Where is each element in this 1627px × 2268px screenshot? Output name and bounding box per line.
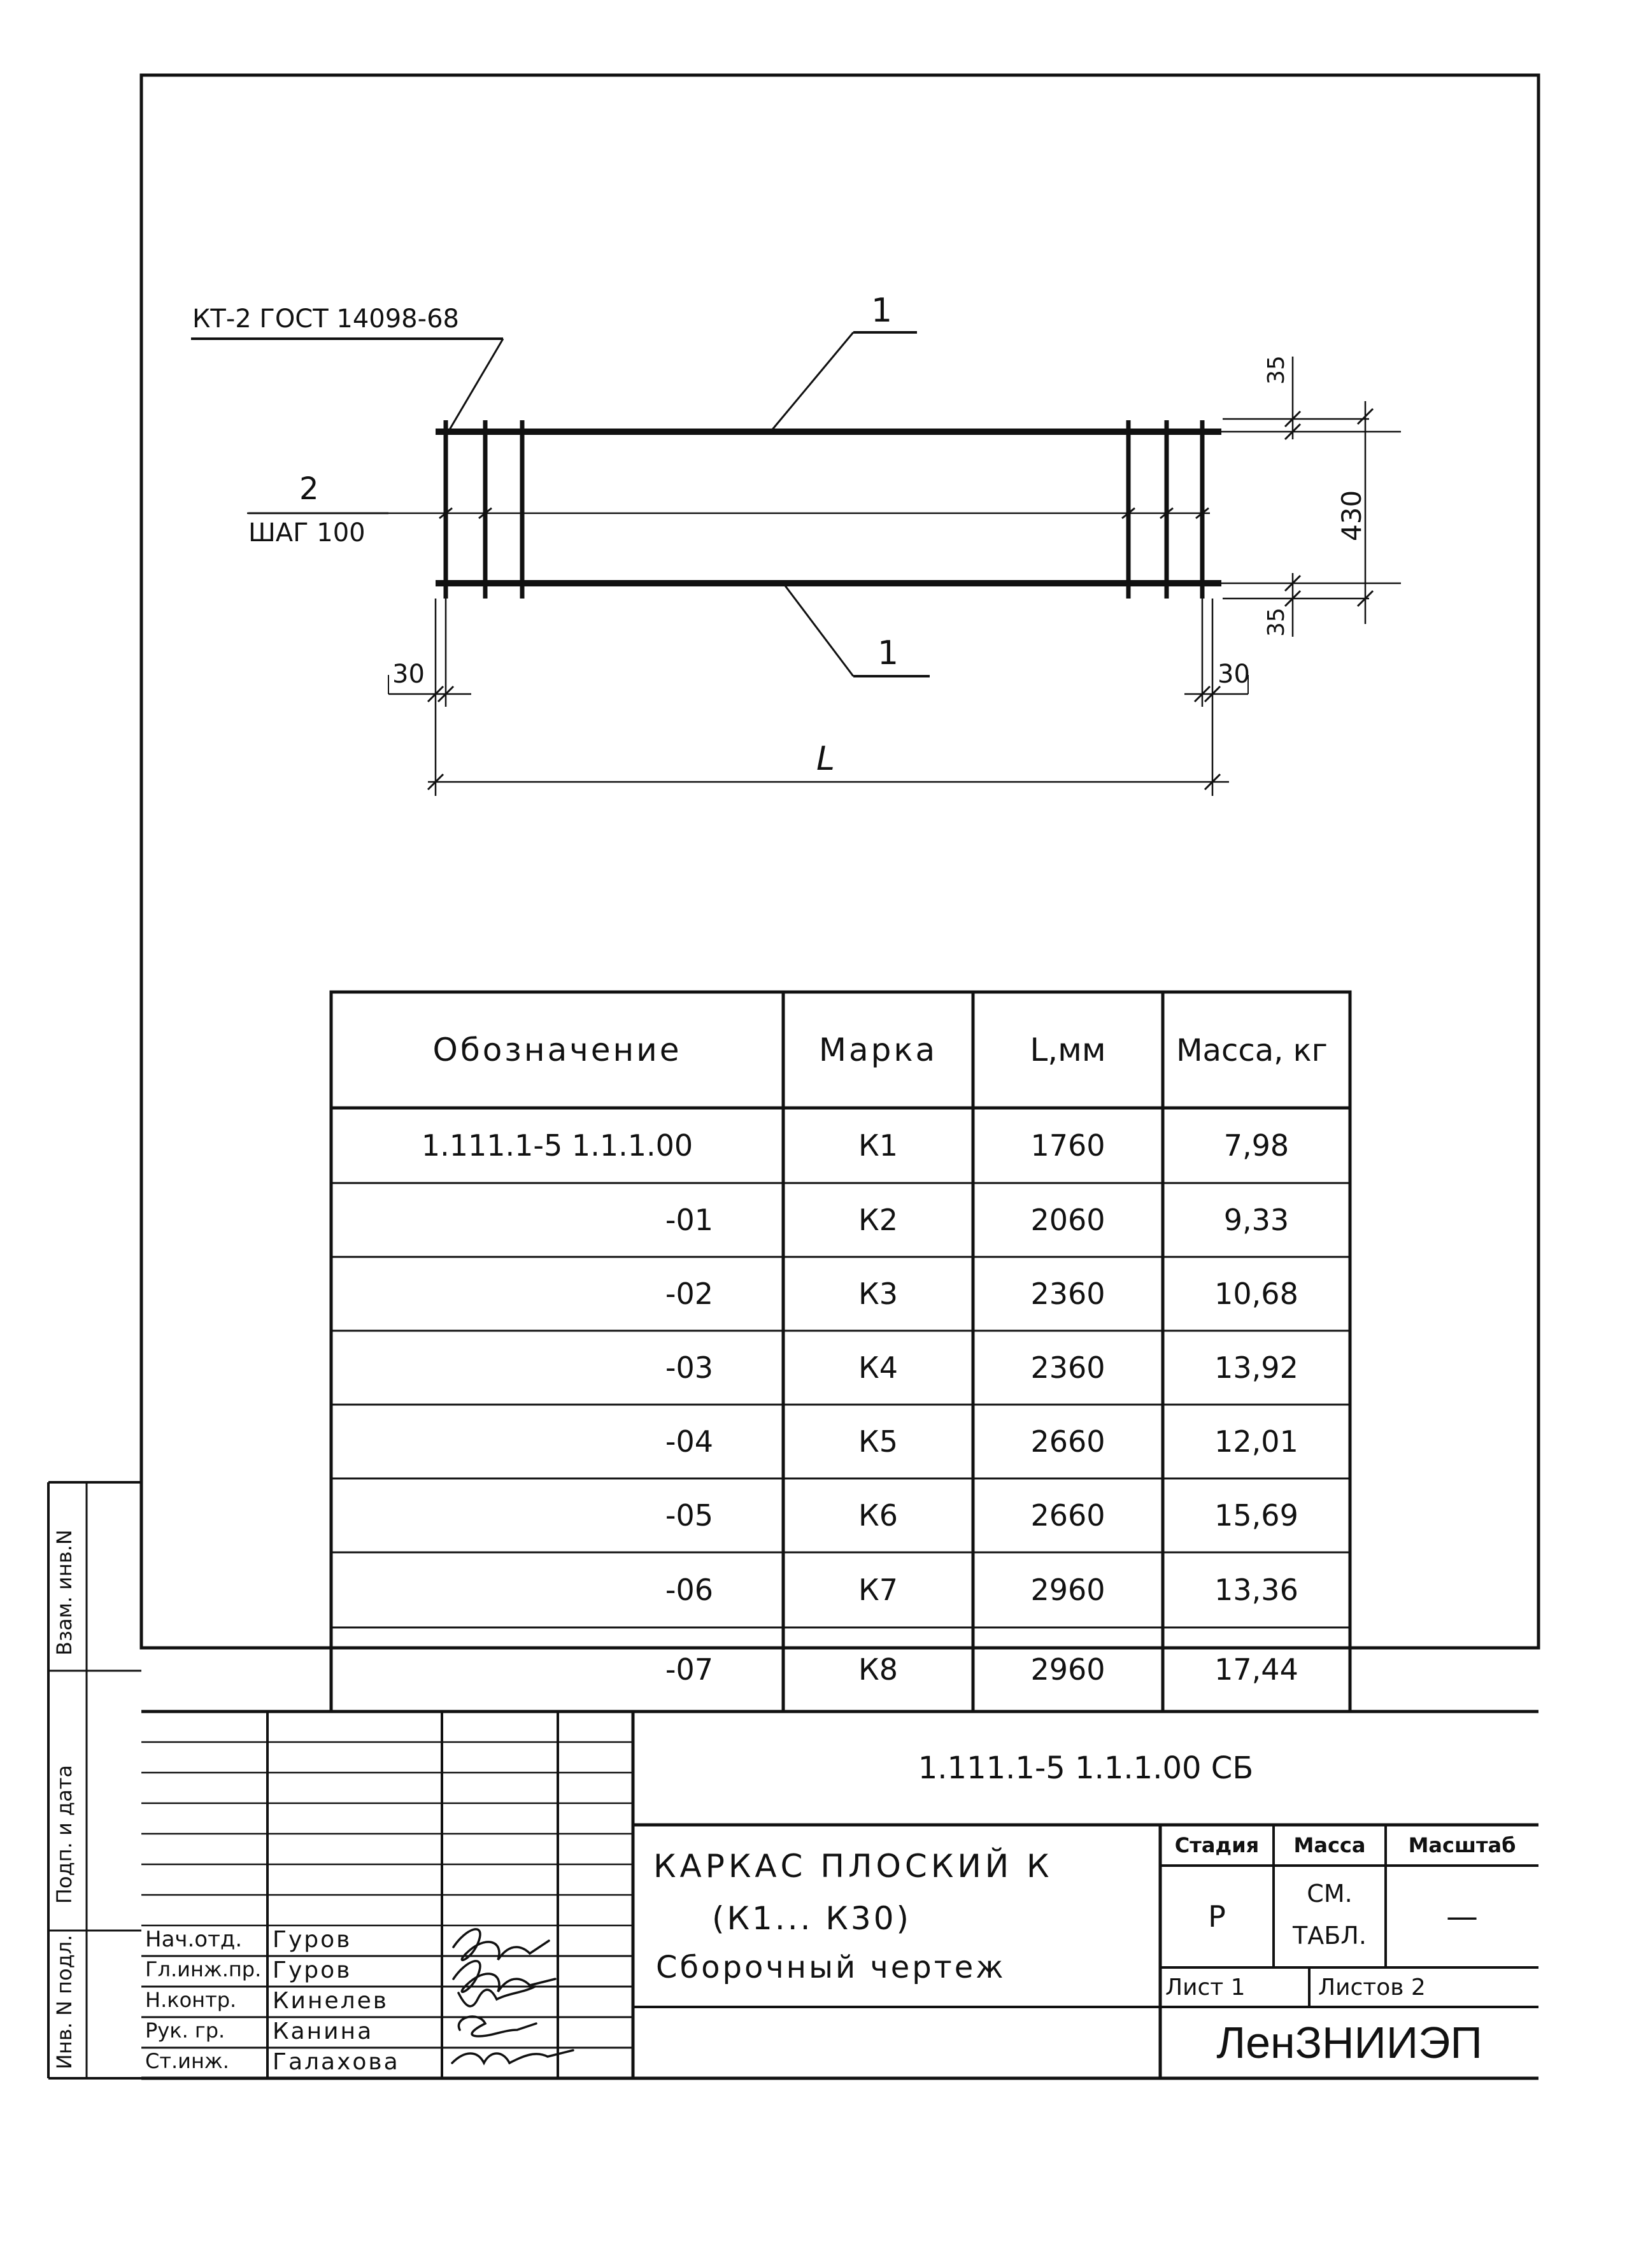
row-4-designation: -03 [665,1350,713,1385]
row-2-mark: К2 [858,1203,898,1237]
signature-st-inzh [451,2049,574,2066]
dimension-35-top: 35 [1263,355,1290,385]
row-3-designation: -02 [665,1277,713,1311]
header-mass: Масса, кг [1176,1033,1328,1068]
stamp-sign-date: Подп. и дата [52,1765,76,1904]
dimension-30-right: 30 [1218,660,1250,689]
row-3-mark: К3 [858,1277,898,1311]
row-2-length: 2060 [1030,1203,1105,1237]
scale-value: — [1446,1898,1478,1935]
position-1-bottom-label: 1 [877,634,899,672]
row-8-designation: -07 [665,1652,713,1687]
role-nach-otd: Нач.отд. [145,1927,243,1952]
row-5-designation: -04 [665,1424,713,1459]
role-ruk-gr: Рук. гр. [145,2018,225,2043]
mass-label: Масса [1293,1833,1366,1857]
name-ruk-gr: Канина [273,2018,374,2045]
document-code: 1.111.1-5 1.1.1.00 СБ [918,1750,1254,1786]
row-1-mass: 7,98 [1223,1128,1290,1163]
row-6-designation: -05 [665,1498,713,1533]
sheets-label: Листов 2 [1318,1974,1426,2001]
title-line-1: КАРКАС ПЛОСКИЙ К [653,1848,1053,1885]
name-st-inzh: Галахова [273,2049,400,2075]
row-3-mass: 10,68 [1214,1277,1298,1311]
name-nach-otd: Гуров [273,1927,352,1953]
sheet-label: Лист 1 [1165,1974,1246,2001]
weld-callout: КТ-2 ГОСТ 14098-68 [192,304,459,334]
row-7-mass: 13,36 [1214,1573,1298,1607]
row-8-mark: К8 [858,1652,898,1687]
row-4-mass: 13,92 [1214,1350,1298,1385]
dimension-35-bottom: 35 [1263,607,1290,637]
row-5-mark: К5 [858,1424,898,1459]
row-6-mass: 15,69 [1214,1498,1298,1533]
stage-label: Стадия [1174,1833,1260,1857]
name-n-kontr: Кинелев [273,1988,389,2014]
title-line-2: (К1... К30) [712,1900,912,1937]
stage-value: Р [1208,1899,1226,1934]
row-1-mark: К1 [858,1128,898,1163]
signature-nach-otd [452,1928,550,1961]
position-1-top-label: 1 [871,292,893,330]
row-2-designation: -01 [665,1203,713,1237]
header-designation: Обозначение [432,1031,682,1068]
mass-value-1: СМ. [1307,1880,1353,1908]
row-8-mass: 17,44 [1214,1652,1298,1687]
row-1-designation: 1.111.1-5 1.1.1.00 [421,1128,693,1163]
row-3-length: 2360 [1030,1277,1105,1311]
signature-gl-inzh [452,1960,557,1993]
dimension-30-left: 30 [392,660,425,689]
row-7-designation: -06 [665,1573,713,1607]
name-gl-inzh: Гуров [273,1957,352,1983]
dimension-430: 430 [1336,490,1367,541]
row-4-mark: К4 [858,1350,898,1385]
row-6-mark: К6 [858,1498,898,1533]
organization-name: ЛенЗНИИЭП [1216,2018,1482,2067]
signature-ruk-gr [457,2015,537,2038]
row-1-length: 1760 [1030,1128,1105,1163]
row-8-length: 2960 [1030,1652,1105,1687]
row-5-mass: 12,01 [1214,1424,1298,1459]
header-mark: Марка [818,1031,938,1068]
header-length: L,мм [1030,1031,1106,1068]
row-2-mass: 9,33 [1223,1203,1290,1237]
row-4-length: 2360 [1030,1350,1105,1385]
role-st-inzh: Ст.инж. [145,2049,229,2073]
scale-label: Масштаб [1408,1833,1516,1857]
row-7-length: 2960 [1030,1573,1105,1607]
row-7-mark: К7 [858,1573,898,1607]
mass-value-2: ТАБЛ. [1293,1922,1367,1950]
row-5-length: 2660 [1030,1424,1105,1459]
title-line-3: Сборочный чертеж [656,1950,1006,1985]
signature-n-kontr [457,1985,536,2008]
stamp-vzam-inv: Взам. инв.N [52,1529,76,1655]
row-6-length: 2660 [1030,1498,1105,1533]
stamp-inv-orig: Инв. N подл. [52,1934,76,2069]
position-2-label: 2 [299,471,319,507]
role-gl-inzh: Гл.инж.пр. [145,1957,262,1981]
role-n-kontr: Н.контр. [145,1988,237,2012]
dimension-L: L [816,740,835,778]
position-2-step-label: ШАГ 100 [248,518,366,548]
